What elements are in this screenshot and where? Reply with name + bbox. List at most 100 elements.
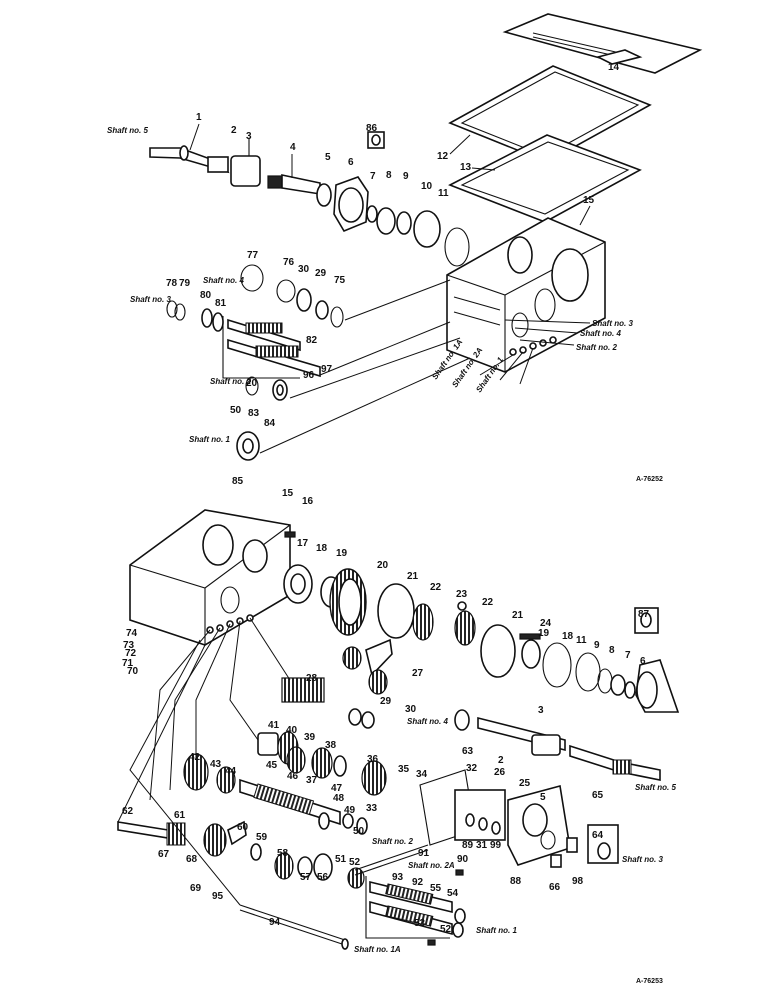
callout: 21 (407, 571, 419, 582)
callout: 47 (331, 783, 343, 794)
callout: 97 (321, 364, 333, 375)
callout: 20 (246, 378, 258, 389)
top-exploded-view (149, 13, 703, 461)
callout: 60 (237, 822, 249, 833)
callout: 56 (317, 872, 329, 883)
bottom-callouts: 15 16 17 18 19 20 21 22 23 22 21 24 19 1… (122, 488, 650, 935)
shaft-label: Shaft no. 3 (130, 295, 171, 304)
shaft-label: Shaft no. 3 (622, 855, 663, 864)
callout: 64 (592, 830, 604, 841)
callout: 31 (476, 840, 488, 851)
callout: 5 (325, 152, 331, 163)
callout: 65 (592, 790, 604, 801)
callout: 94 (269, 917, 281, 928)
callout: 7 (370, 171, 376, 182)
callout: 51 (335, 854, 347, 865)
callout: 81 (215, 298, 227, 309)
callout: 11 (438, 188, 449, 199)
callout: 42 (189, 752, 201, 763)
pto-housing (419, 769, 619, 868)
callout: 26 (494, 767, 506, 778)
callout: 52 (440, 924, 452, 935)
callout: 62 (122, 806, 134, 817)
callout: 16 (302, 496, 314, 507)
callout: 91 (418, 848, 430, 859)
callout: 5 (540, 792, 546, 803)
callout: 55 (430, 883, 442, 894)
callout: 2 (498, 755, 504, 766)
callout: 61 (174, 810, 186, 821)
callout: 82 (306, 335, 318, 346)
bottom-exploded-view (117, 509, 680, 950)
callout: 88 (510, 876, 522, 887)
shaft-label: Shaft no. 1A (354, 945, 401, 954)
callout: 73 (123, 640, 135, 651)
callout: 23 (456, 589, 468, 600)
callout: 59 (256, 832, 268, 843)
shaft-label: Shaft no. 5 (635, 783, 676, 792)
callout: 1 (196, 112, 202, 123)
callout: 46 (287, 771, 299, 782)
callout: 49 (344, 805, 356, 816)
callout: 90 (457, 854, 469, 865)
callout: 54 (447, 888, 459, 899)
callout: 57 (300, 872, 312, 883)
callout: 29 (380, 696, 392, 707)
callout: 87 (638, 609, 650, 620)
callout: 15 (583, 195, 595, 206)
callout: 34 (416, 769, 428, 780)
callout: 76 (283, 257, 295, 268)
callout: 29 (315, 268, 327, 279)
callout: 10 (421, 181, 433, 192)
drawing-number-top: A-76252 (636, 476, 663, 483)
callout: 40 (286, 725, 298, 736)
countershaft (183, 753, 368, 835)
callout: 25 (519, 778, 531, 789)
callout: 21 (512, 610, 524, 621)
top-leader-lines (259, 279, 591, 454)
callout: 84 (264, 418, 276, 429)
callout: 80 (200, 290, 212, 301)
callout: 48 (333, 793, 345, 804)
callout: 30 (405, 704, 417, 715)
gasket-13 (448, 134, 642, 223)
callout: 43 (210, 759, 222, 770)
callout: 20 (377, 560, 389, 571)
callout: 71 (122, 658, 134, 669)
callout: 98 (572, 876, 584, 887)
shaft-label: Shaft no. 4 (580, 329, 621, 338)
callout: 58 (277, 848, 289, 859)
drawing-number-bottom: A-76253 (636, 978, 663, 985)
callout: 3 (538, 705, 544, 716)
callout: 22 (482, 597, 494, 608)
callout: 74 (126, 628, 138, 639)
callout: 79 (179, 278, 191, 289)
callout: 92 (412, 877, 424, 888)
callout: 13 (460, 162, 472, 173)
transmission-case-top (446, 217, 606, 373)
callout: 44 (225, 766, 237, 777)
callout: 86 (366, 123, 378, 134)
shafts-3-4-parts (166, 264, 344, 379)
callout: 6 (348, 157, 354, 168)
callout: 18 (316, 543, 328, 554)
callout: 6 (640, 656, 646, 667)
callout: 12 (437, 151, 449, 162)
callout: 24 (540, 618, 552, 629)
shaft-label: Shaft no. 3 (592, 319, 633, 328)
callout: 19 (336, 548, 348, 559)
bottom-shaft-labels: Shaft no. 4 Shaft no. 5 Shaft no. 2 Shaf… (354, 717, 676, 954)
callout: 27 (412, 668, 424, 679)
callout: 83 (248, 408, 260, 419)
callout: 22 (430, 582, 442, 593)
callout: 96 (303, 370, 315, 381)
callout: 38 (325, 740, 337, 751)
callout: 30 (298, 264, 310, 275)
shaft-label: Shaft no. 1 (476, 926, 517, 935)
callout: 67 (158, 849, 170, 860)
callout: 72 (125, 648, 137, 659)
callout: 17 (297, 538, 309, 549)
spider-gears (281, 638, 393, 729)
shaft-4-gears (257, 731, 387, 796)
